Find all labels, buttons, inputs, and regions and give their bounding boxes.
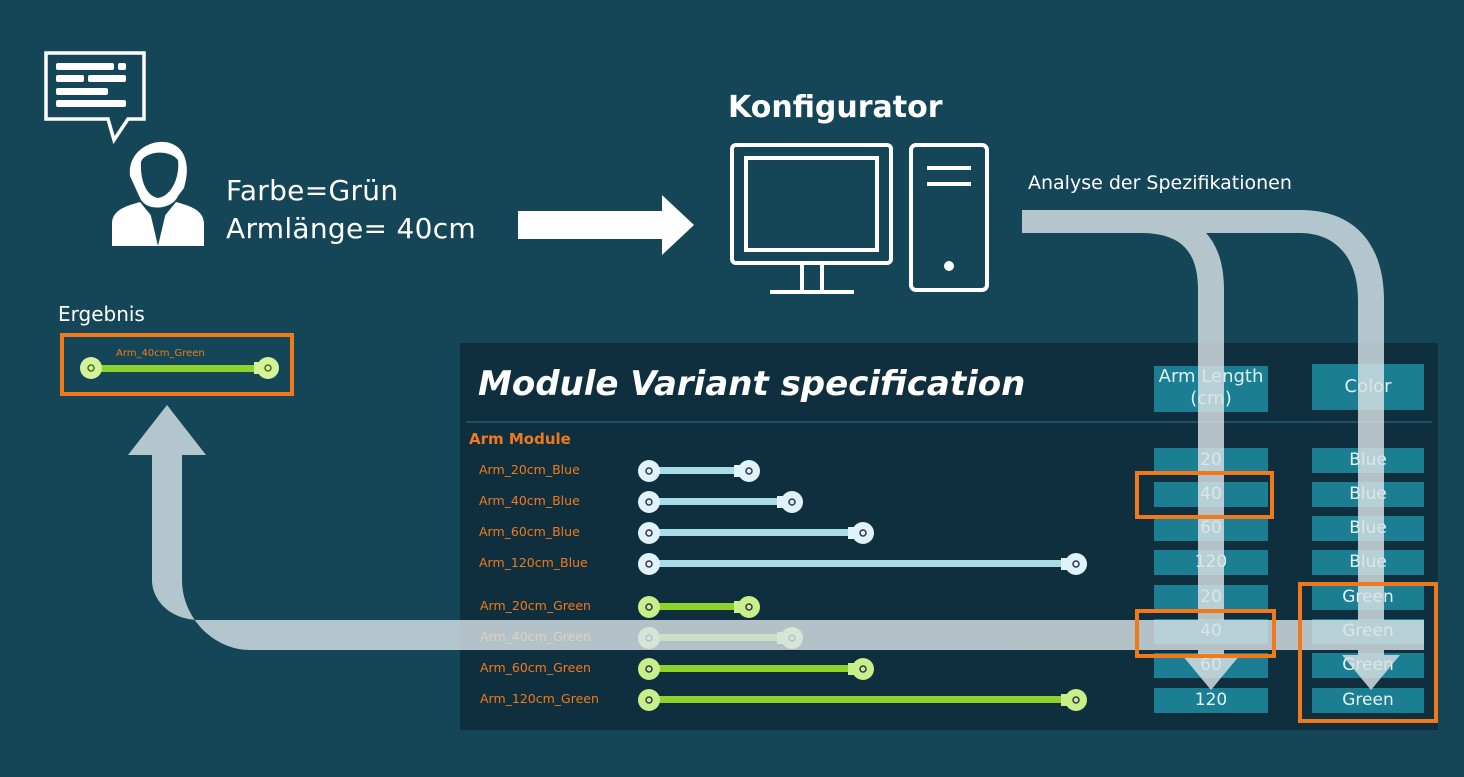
result-label: Ergebnis (58, 302, 145, 326)
highlight-arm-length-40-blue (1135, 471, 1274, 519)
arm-length-cell: 120 (1154, 688, 1268, 713)
color-cell: Green (1312, 688, 1424, 713)
arm-variant-icon (638, 553, 1087, 575)
arm-variant-icon (638, 689, 1087, 711)
request-color: Farbe=Grün (226, 174, 399, 207)
arrow-right-icon (518, 195, 694, 255)
variant-name: Arm_60cm_Blue (479, 524, 580, 539)
configurator-title: Konfigurator (728, 90, 943, 125)
arm-variant-icon (638, 460, 760, 482)
section-label: Arm Module (469, 430, 571, 448)
variant-name: Arm_120cm_Blue (479, 555, 588, 570)
variant-name: Arm_120cm_Green (480, 691, 599, 706)
variant-name: Arm_20cm_Green (480, 598, 591, 613)
arm-variant-icon (638, 658, 874, 680)
result-arm-icon (80, 357, 279, 379)
analysis-label: Analyse der Spezifikationen (1028, 172, 1292, 194)
arm-variant-icon (638, 596, 760, 618)
result-variant-name: Arm_40cm_Green (116, 348, 205, 359)
speech-bubble-icon (44, 51, 146, 145)
highlight-color-green (1298, 582, 1438, 723)
arm-variant-icon (638, 522, 874, 544)
computer-tower-icon (909, 143, 989, 292)
arm-variant-icon (638, 491, 803, 513)
customer-icon (112, 141, 204, 246)
result-box (60, 333, 294, 396)
variant-name: Arm_60cm_Green (480, 660, 591, 675)
divider (466, 421, 1432, 423)
variant-name: Arm_40cm_Blue (479, 493, 580, 508)
request-arm-length: Armlänge= 40cm (226, 212, 476, 245)
monitor-icon (730, 143, 893, 294)
highlight-arm-length-40-green (1135, 609, 1276, 658)
spec-table-title: Module Variant specification (478, 364, 1026, 404)
variant-name: Arm_20cm_Blue (479, 462, 580, 477)
customer-request: Farbe=Grün Armlänge= 40cm (226, 172, 476, 248)
